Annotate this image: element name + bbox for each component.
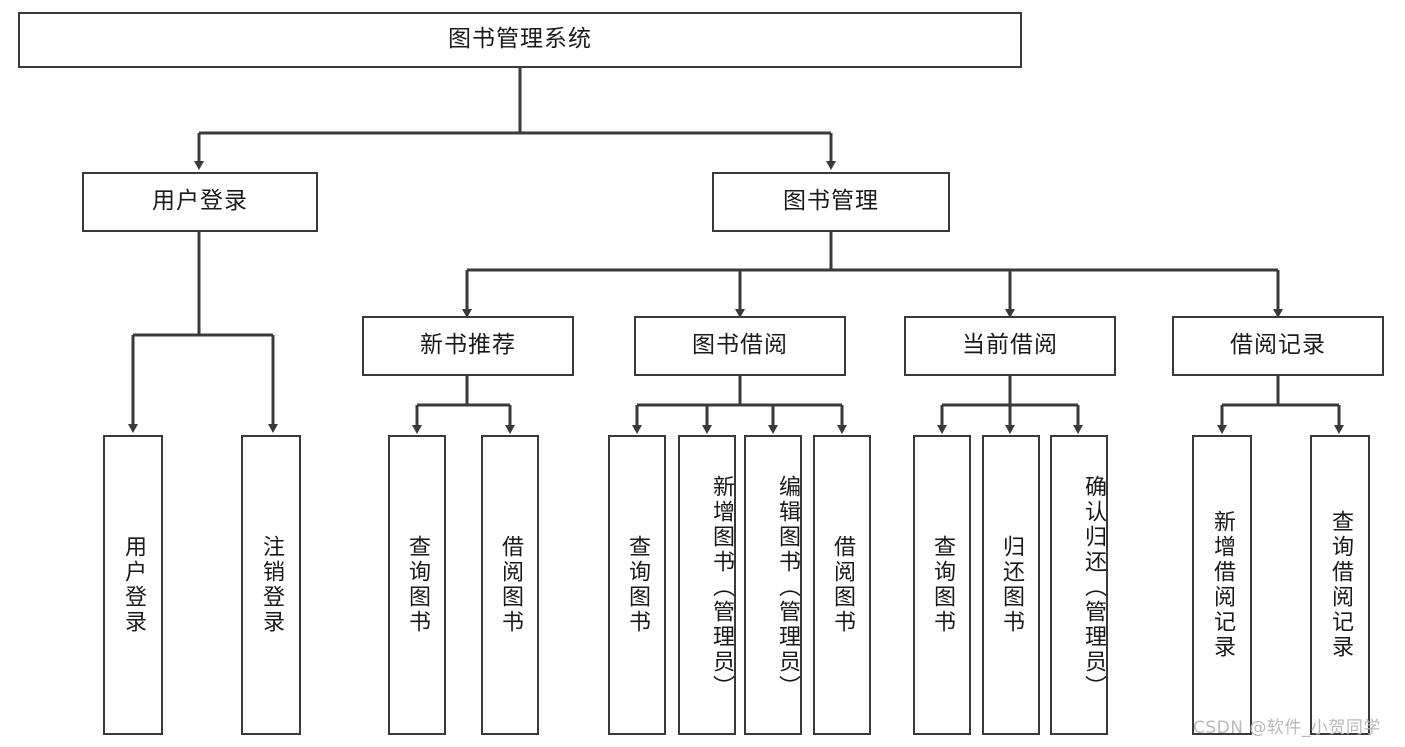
node-root[interactable]: 图书管理系统 (18, 12, 1022, 68)
node-leaf-return-book[interactable]: 归还图书 (982, 435, 1040, 735)
node-leaf-query-book-3[interactable]: 查询图书 (913, 435, 971, 735)
node-root-label: 图书管理系统 (448, 26, 592, 53)
node-leaf-query-book-1-label: 查询图书 (404, 535, 430, 635)
node-borrow-record-label: 借阅记录 (1230, 332, 1326, 359)
node-leaf-borrow-book-1[interactable]: 借阅图书 (481, 435, 539, 735)
node-leaf-query-book-3-label: 查询图书 (929, 535, 955, 635)
node-book-borrow-label: 图书借阅 (692, 332, 788, 359)
node-borrow-record[interactable]: 借阅记录 (1172, 316, 1384, 376)
node-leaf-add-book[interactable]: 新增图书（管理员） (678, 435, 736, 735)
node-leaf-borrow-book-2-label: 借阅图书 (829, 535, 855, 635)
node-current-borrow[interactable]: 当前借阅 (904, 316, 1116, 376)
node-current-borrow-label: 当前借阅 (962, 332, 1058, 359)
node-user-login[interactable]: 用户登录 (82, 172, 318, 232)
node-leaf-user-login[interactable]: 用户登录 (103, 435, 163, 735)
node-leaf-edit-book[interactable]: 编辑图书（管理员） (744, 435, 802, 735)
node-book-management-label: 图书管理 (783, 188, 879, 215)
node-new-book-recommend-label: 新书推荐 (420, 332, 516, 359)
watermark: CSDN @软件_小贺同学 (1193, 718, 1381, 738)
node-book-management[interactable]: 图书管理 (712, 172, 950, 232)
node-leaf-return-book-label: 归还图书 (998, 535, 1024, 635)
node-leaf-confirm-return[interactable]: 确认归还（管理员） (1050, 435, 1108, 735)
node-leaf-edit-book-label: 编辑图书（管理员） (775, 474, 800, 700)
node-leaf-add-book-label: 新增图书（管理员） (709, 474, 734, 700)
node-leaf-query-borrow-record[interactable]: 查询借阅记录 (1310, 435, 1370, 735)
node-user-login-label: 用户登录 (152, 188, 248, 215)
node-leaf-confirm-return-label: 确认归还（管理员） (1081, 474, 1106, 700)
node-leaf-logout[interactable]: 注销登录 (241, 435, 301, 735)
node-leaf-add-borrow-record-label: 新增借阅记录 (1209, 510, 1235, 660)
node-leaf-add-borrow-record[interactable]: 新增借阅记录 (1192, 435, 1252, 735)
node-leaf-query-book-1[interactable]: 查询图书 (388, 435, 446, 735)
node-leaf-borrow-book-2[interactable]: 借阅图书 (813, 435, 871, 735)
node-book-borrow[interactable]: 图书借阅 (634, 316, 846, 376)
node-leaf-user-login-label: 用户登录 (120, 535, 146, 635)
node-leaf-query-book-2-label: 查询图书 (624, 535, 650, 635)
node-leaf-borrow-book-1-label: 借阅图书 (497, 535, 523, 635)
node-leaf-query-book-2[interactable]: 查询图书 (608, 435, 666, 735)
node-leaf-logout-label: 注销登录 (258, 535, 284, 635)
node-leaf-query-borrow-record-label: 查询借阅记录 (1327, 510, 1353, 660)
node-new-book-recommend[interactable]: 新书推荐 (362, 316, 574, 376)
